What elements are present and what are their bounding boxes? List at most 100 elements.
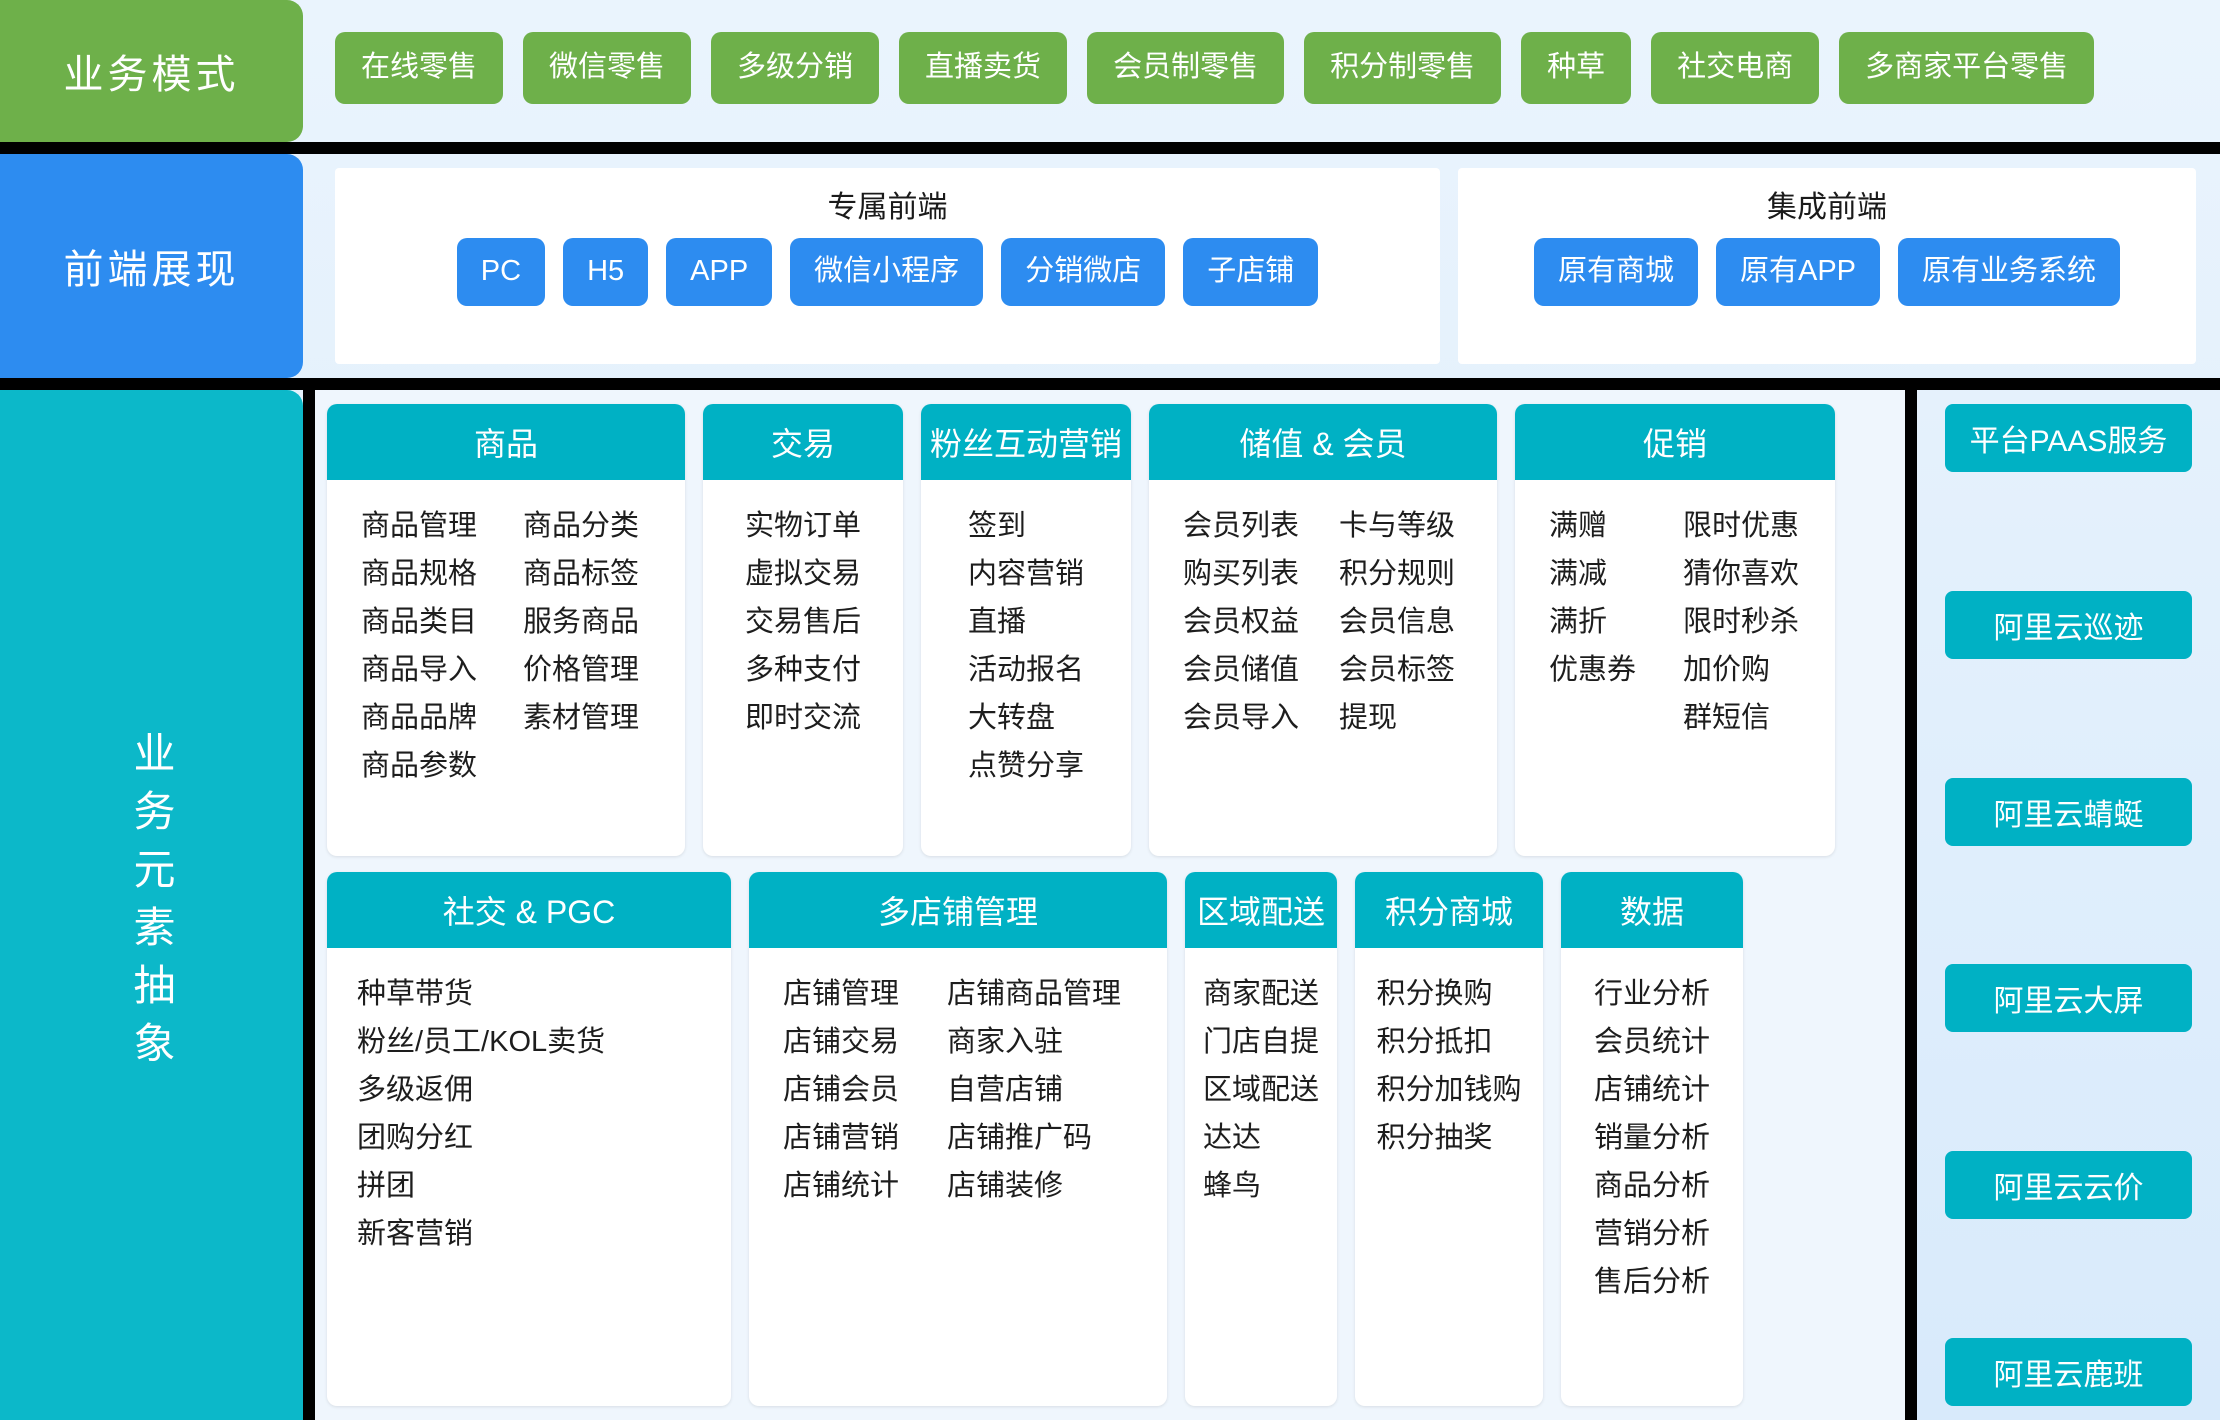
- card-item[interactable]: 商家入驻: [947, 1026, 1064, 1058]
- card-item[interactable]: 优惠券: [1549, 654, 1637, 686]
- card-item[interactable]: 积分换购: [1376, 978, 1493, 1010]
- card-item[interactable]: 大转盘: [967, 702, 1055, 734]
- card-item[interactable]: 商品规格: [361, 558, 478, 590]
- frontend-chip[interactable]: 子店铺: [1183, 238, 1319, 306]
- frontend-chip[interactable]: 原有业务系统: [1898, 238, 2121, 306]
- frontend-chip[interactable]: 原有APP: [1715, 238, 1881, 306]
- card-item[interactable]: 蜂鸟: [1203, 1170, 1262, 1202]
- card-item[interactable]: 素材管理: [523, 702, 640, 734]
- card-item[interactable]: 商品分析: [1593, 1170, 1710, 1202]
- card-item[interactable]: 会员信息: [1339, 606, 1456, 638]
- card-item[interactable]: 自营店铺: [947, 1074, 1064, 1106]
- card-item[interactable]: 虚拟交易: [744, 558, 861, 590]
- card-item[interactable]: 店铺统计: [1593, 1074, 1710, 1106]
- card-item[interactable]: 店铺装修: [947, 1170, 1064, 1202]
- card-item[interactable]: 猜你喜欢: [1683, 558, 1800, 590]
- frontend-chip[interactable]: PC: [456, 238, 546, 306]
- card-item[interactable]: 内容营销: [967, 558, 1084, 590]
- card-item[interactable]: 活动报名: [967, 654, 1084, 686]
- card-item[interactable]: 店铺营销: [783, 1122, 900, 1154]
- card-item[interactable]: 实物订单: [744, 510, 861, 542]
- card-item[interactable]: 店铺统计: [783, 1170, 900, 1202]
- card-item[interactable]: 销量分析: [1593, 1122, 1710, 1154]
- business-mode-chip[interactable]: 积分制零售: [1304, 32, 1502, 104]
- card-item[interactable]: 店铺会员: [783, 1074, 900, 1106]
- frontend-chip[interactable]: 微信小程序: [790, 238, 984, 306]
- card-item[interactable]: 满减: [1549, 558, 1608, 590]
- card-trade[interactable]: 交易 实物订单 虚拟交易 交易售后 多种支付 即时交流: [703, 404, 903, 856]
- frontend-chip[interactable]: H5: [563, 238, 649, 306]
- card-item[interactable]: 满折: [1549, 606, 1608, 638]
- card-item[interactable]: 门店自提: [1203, 1026, 1320, 1058]
- card-item[interactable]: 商品管理: [361, 510, 478, 542]
- card-item[interactable]: 点赞分享: [967, 750, 1084, 782]
- card-item[interactable]: 积分抽奖: [1376, 1122, 1493, 1154]
- card-regional-delivery[interactable]: 区域配送 商家配送 门店自提 区域配送 达达 蜂鸟: [1185, 872, 1337, 1406]
- card-item[interactable]: 积分规则: [1339, 558, 1456, 590]
- card-item[interactable]: 商品分类: [523, 510, 640, 542]
- card-item[interactable]: 会员统计: [1593, 1026, 1710, 1058]
- card-promotion[interactable]: 促销 满赠 满减 满折 优惠券 限时优惠 猜你喜欢 限时秒杀: [1515, 404, 1835, 856]
- paas-service-chip[interactable]: 阿里云巡迹: [1945, 590, 2192, 659]
- business-mode-chip[interactable]: 多级分销: [711, 32, 880, 104]
- card-item[interactable]: 积分抵扣: [1376, 1026, 1493, 1058]
- card-item[interactable]: 店铺推广码: [947, 1122, 1093, 1154]
- card-item[interactable]: 会员列表: [1183, 510, 1300, 542]
- card-item[interactable]: 价格管理: [523, 654, 640, 686]
- card-item[interactable]: 商家配送: [1203, 978, 1320, 1010]
- card-item[interactable]: 购买列表: [1183, 558, 1300, 590]
- card-item[interactable]: 积分加钱购: [1376, 1074, 1522, 1106]
- card-item[interactable]: 店铺商品管理: [947, 978, 1122, 1010]
- card-item[interactable]: 达达: [1203, 1122, 1262, 1154]
- card-data[interactable]: 数据 行业分析 会员统计 店铺统计 销量分析 商品分析 营销分析 售后分析: [1561, 872, 1743, 1406]
- card-item[interactable]: 满赠: [1549, 510, 1608, 542]
- frontend-chip[interactable]: 原有商城: [1533, 238, 1698, 306]
- card-item[interactable]: 粉丝/员工/KOL卖货: [357, 1026, 606, 1058]
- paas-service-chip[interactable]: 阿里云鹿班: [1945, 1337, 2192, 1406]
- card-stored-value-member[interactable]: 储值 & 会员 会员列表 购买列表 会员权益 会员储值 会员导入 卡与等级: [1149, 404, 1497, 856]
- card-item[interactable]: 卡与等级: [1339, 510, 1456, 542]
- card-item[interactable]: 拼团: [357, 1170, 416, 1202]
- card-item[interactable]: 种草带货: [357, 978, 474, 1010]
- card-item[interactable]: 行业分析: [1593, 978, 1710, 1010]
- card-fan-marketing[interactable]: 粉丝互动营销 签到 内容营销 直播 活动报名 大转盘 点赞分享: [921, 404, 1131, 856]
- paas-service-chip[interactable]: 阿里云大屏: [1945, 964, 2192, 1033]
- card-item[interactable]: 商品标签: [523, 558, 640, 590]
- card-item[interactable]: 商品品牌: [361, 702, 478, 734]
- card-item[interactable]: 加价购: [1683, 654, 1771, 686]
- card-item[interactable]: 会员储值: [1183, 654, 1300, 686]
- paas-service-chip[interactable]: 阿里云云价: [1945, 1151, 2192, 1220]
- business-mode-chip[interactable]: 微信零售: [523, 32, 692, 104]
- card-item[interactable]: 营销分析: [1593, 1218, 1710, 1250]
- card-item[interactable]: 团购分红: [357, 1122, 474, 1154]
- frontend-chip[interactable]: APP: [666, 238, 773, 306]
- card-item[interactable]: 多级返佣: [357, 1074, 474, 1106]
- card-item[interactable]: 会员标签: [1339, 654, 1456, 686]
- card-item[interactable]: 商品导入: [361, 654, 478, 686]
- card-item[interactable]: 会员导入: [1183, 702, 1300, 734]
- card-multi-store[interactable]: 多店铺管理 店铺管理 店铺交易 店铺会员 店铺营销 店铺统计 店铺商品管理: [749, 872, 1167, 1406]
- card-item[interactable]: 限时秒杀: [1683, 606, 1800, 638]
- card-item[interactable]: 限时优惠: [1683, 510, 1800, 542]
- card-social-pgc[interactable]: 社交 & PGC 种草带货 粉丝/员工/KOL卖货 多级返佣 团购分红 拼团 新…: [327, 872, 731, 1406]
- card-item[interactable]: 签到: [967, 510, 1026, 542]
- card-item[interactable]: 多种支付: [744, 654, 861, 686]
- card-item[interactable]: 商品类目: [361, 606, 478, 638]
- business-mode-chip[interactable]: 在线零售: [335, 32, 504, 104]
- business-mode-chip[interactable]: 多商家平台零售: [1839, 32, 2095, 104]
- card-item[interactable]: 服务商品: [523, 606, 640, 638]
- card-item[interactable]: 售后分析: [1593, 1266, 1710, 1298]
- business-mode-chip[interactable]: 会员制零售: [1087, 32, 1285, 104]
- business-mode-chip[interactable]: 直播卖货: [899, 32, 1068, 104]
- card-item[interactable]: 新客营销: [357, 1218, 474, 1250]
- card-item[interactable]: 直播: [967, 606, 1026, 638]
- card-item[interactable]: 交易售后: [744, 606, 861, 638]
- card-item[interactable]: 区域配送: [1203, 1074, 1320, 1106]
- paas-service-chip[interactable]: 阿里云蜻蜓: [1945, 777, 2192, 846]
- business-mode-chip[interactable]: 种草: [1521, 32, 1632, 104]
- card-item[interactable]: 会员权益: [1183, 606, 1300, 638]
- card-item[interactable]: 提现: [1339, 702, 1398, 734]
- card-goods[interactable]: 商品 商品管理 商品规格 商品类目 商品导入 商品品牌 商品参数: [327, 404, 685, 856]
- card-item[interactable]: 群短信: [1683, 702, 1771, 734]
- paas-service-chip[interactable]: 平台PAAS服务: [1945, 404, 2192, 472]
